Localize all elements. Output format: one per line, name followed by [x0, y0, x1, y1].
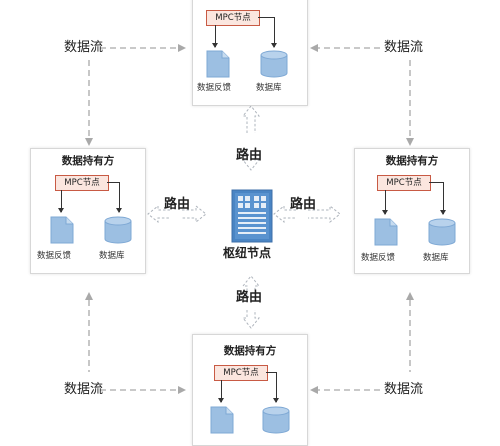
arrow-mpc-to-db-left	[116, 182, 122, 213]
flow-label-top-right: 数据流	[384, 40, 424, 55]
database-icon	[260, 50, 288, 78]
doc-label-right: 数据反馈	[361, 253, 396, 263]
mpc-node-right: MPC节点	[377, 175, 431, 191]
db-label-left: 数据库	[99, 251, 125, 261]
party-box-top: MPC节点 数据反馈 数据库	[192, 0, 308, 106]
database-icon	[262, 406, 290, 434]
party-box-left: 数据持有方 MPC节点 数据反馈 数据库	[30, 148, 146, 274]
arrow-mpc-to-db-top	[271, 17, 277, 48]
arrow-mpc-to-doc-bottom	[218, 380, 224, 403]
route-label-right: 路由	[290, 197, 317, 212]
flow-label-top-left: 数据流	[64, 40, 104, 55]
arrow-mpc-to-doc-left	[58, 190, 64, 213]
flow-label-bottom-right: 数据流	[384, 382, 424, 397]
document-icon	[374, 218, 398, 246]
arrow-mpc-to-db-right	[440, 182, 446, 215]
doc-label-top: 数据反馈	[197, 83, 232, 93]
doc-label-left: 数据反馈	[37, 251, 72, 261]
arrow-mpc-to-doc-top	[212, 25, 218, 48]
route-label-top: 路由	[236, 148, 263, 163]
mpc-node-left: MPC节点	[55, 175, 109, 191]
mpc-node-top: MPC节点	[206, 10, 260, 26]
arrow-mpc-to-db-bottom	[273, 372, 279, 403]
route-label-bottom: 路由	[236, 290, 263, 305]
mpc-node-bottom: MPC节点	[214, 365, 268, 381]
db-label-top: 数据库	[256, 83, 282, 93]
connector-lines	[85, 44, 414, 394]
db-label-right: 数据库	[423, 253, 449, 263]
party-title-right: 数据持有方	[385, 155, 439, 167]
architecture-diagram: 数据流 数据流 数据流 数据流 路由 路由 路由 路由 枢纽节点 MPC节点	[30, 0, 470, 446]
party-box-right: 数据持有方 MPC节点 数据反馈 数据库	[354, 148, 470, 274]
document-icon	[50, 216, 74, 244]
document-icon	[210, 406, 234, 434]
party-box-bottom: 数据持有方 MPC节点	[192, 334, 308, 446]
party-title-bottom: 数据持有方	[223, 345, 277, 357]
database-icon	[104, 216, 132, 244]
route-label-left: 路由	[164, 197, 191, 212]
database-icon	[428, 218, 456, 246]
arrow-mpc-to-doc-right	[382, 190, 388, 215]
hub-node-icon	[231, 189, 273, 243]
hub-node-label: 枢纽节点	[223, 246, 272, 260]
party-title-left: 数据持有方	[61, 155, 115, 167]
document-icon	[206, 50, 230, 78]
flow-label-bottom-left: 数据流	[64, 382, 104, 397]
